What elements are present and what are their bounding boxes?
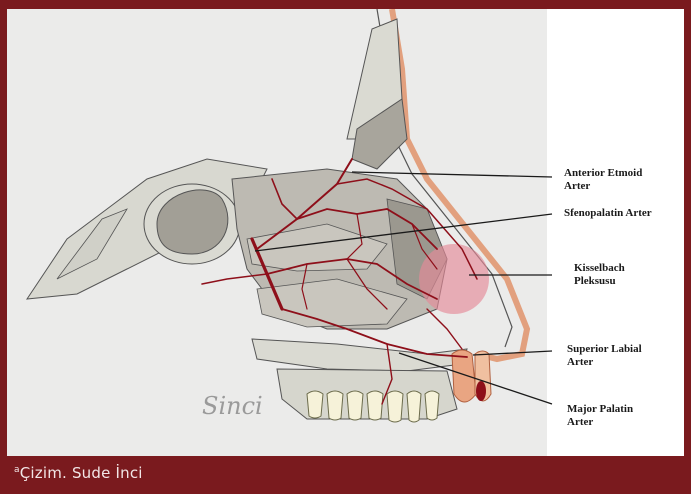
- figure-caption: aÇizim. Sude İnci: [14, 464, 143, 482]
- blood-drop: [476, 381, 486, 401]
- caption-text: Çizim. Sude İnci: [20, 464, 143, 482]
- kisselbach-plexus-area: [419, 244, 489, 314]
- artist-signature: Sinci: [202, 392, 263, 420]
- label-sfenopalatin: Sfenopalatin Arter: [564, 207, 652, 219]
- columella: [452, 350, 476, 402]
- anatomy-illustration: Sinci Anterior Etmoid Arter Sfenopalatin…: [7, 9, 684, 456]
- nasal-cavity-drawing: Sinci Anterior Etmoid Arter Sfenopalatin…: [7, 9, 684, 456]
- label-panel: [547, 9, 684, 456]
